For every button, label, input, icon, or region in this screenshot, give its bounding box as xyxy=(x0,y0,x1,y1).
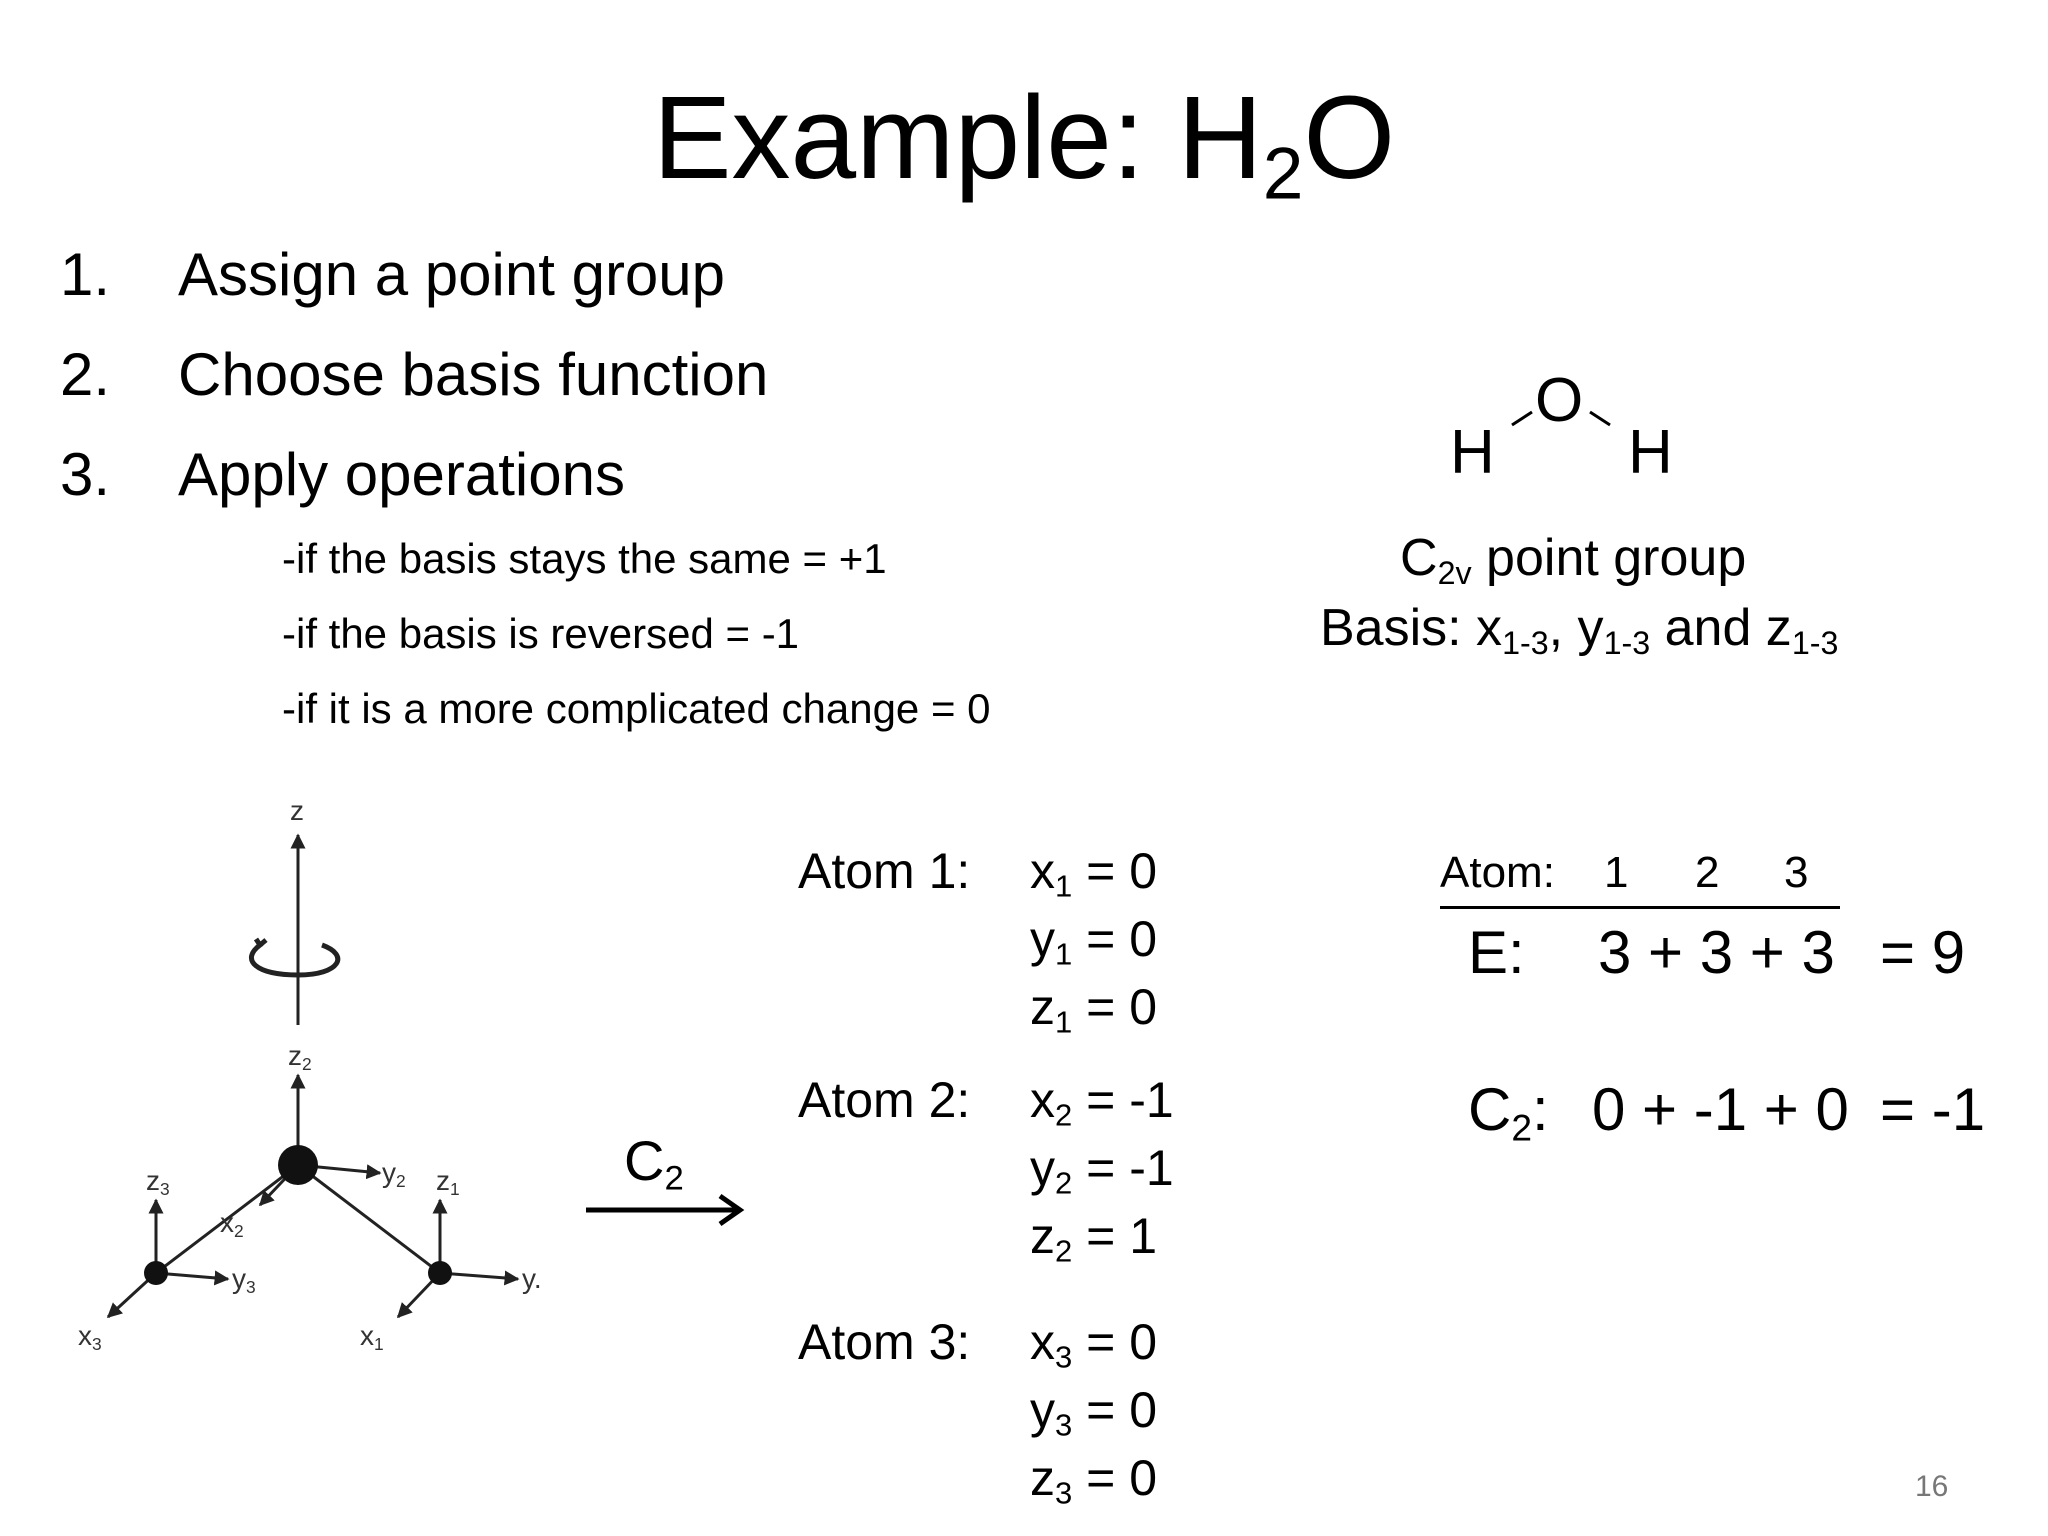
step-1: 1. Assign a point group xyxy=(60,241,726,308)
table-header-label: Atom: xyxy=(1440,848,1555,897)
axis-x2-label: x2 xyxy=(220,1207,244,1241)
c2-row-expression: 0 + -1 + 0 xyxy=(1592,1076,1849,1143)
hydrogen-right: H xyxy=(1628,418,1673,487)
atom-1-label: Atom 1: xyxy=(798,843,971,899)
table-header-col-3: 3 xyxy=(1784,848,1809,897)
atom-1-z: z1 = 0 xyxy=(1030,979,1158,1040)
arrow-icon xyxy=(586,1193,745,1227)
basis-label: Basis: x1-3, y1-3 and z1-3 xyxy=(1320,599,1839,662)
axis-z3-label: z3 xyxy=(146,1165,170,1199)
rule-complicated: -if it is a more complicated change = 0 xyxy=(282,685,991,732)
slide-title: Example: H2O xyxy=(652,72,1396,215)
bond-lines xyxy=(1511,410,1611,427)
water-structure: O H H xyxy=(1440,365,1700,495)
diagram-lines xyxy=(106,833,520,1319)
atom-3-label: Atom 3: xyxy=(798,1314,971,1370)
atom-3-x: x3 = 0 xyxy=(1030,1314,1158,1375)
point-group-label: C2v point group xyxy=(1400,529,1747,592)
axis-x3-label: x3 xyxy=(78,1320,102,1354)
rule-same: -if the basis stays the same = +1 xyxy=(282,535,887,582)
rule-reversed: -if the basis is reversed = -1 xyxy=(282,610,800,657)
axis-y2-label: y2 xyxy=(382,1157,406,1191)
axis-z-label: z xyxy=(290,795,304,826)
oxygen-atom: O xyxy=(1535,366,1584,435)
atom-3-z: z3 = 0 xyxy=(1030,1450,1158,1511)
c2-row-label: C2: xyxy=(1468,1076,1549,1149)
e-row-label: E: xyxy=(1468,919,1525,986)
c2-operation-arrow: C2 xyxy=(580,1120,750,1250)
table-header-col-2: 2 xyxy=(1695,848,1720,897)
axis-y-label: y. xyxy=(522,1263,542,1294)
axis-x1-label: x1 xyxy=(360,1320,384,1354)
atom-1-x: x1 = 0 xyxy=(1030,843,1158,904)
hydrogen-left: H xyxy=(1450,418,1495,487)
atom-2-label: Atom 2: xyxy=(798,1072,971,1128)
e-row-expression: 3 + 3 + 3 xyxy=(1598,919,1835,986)
c2-row-result: = -1 xyxy=(1880,1076,1986,1143)
atom-1-y: y1 = 0 xyxy=(1030,911,1158,972)
atom-2-z: z2 = 1 xyxy=(1030,1208,1158,1269)
axis-z1-label: z1 xyxy=(436,1165,460,1199)
atom-2-x: x2 = -1 xyxy=(1030,1072,1174,1133)
atom-2-y: y2 = -1 xyxy=(1030,1140,1174,1201)
step-2: 2. Choose basis function xyxy=(60,341,769,408)
coordinate-diagram: z z2 z3 z1 y2 x2 y3 y. x3 x1 xyxy=(60,795,580,1365)
axis-z2-label: z2 xyxy=(288,1040,312,1074)
table-header-col-1: 1 xyxy=(1604,848,1629,897)
page-number: 16 xyxy=(1915,1470,1949,1503)
c2-arrow-label: C2 xyxy=(624,1129,684,1198)
axis-y3-label: y3 xyxy=(232,1263,256,1297)
step-3: 3. Apply operations xyxy=(60,441,625,508)
atom-3-y: y3 = 0 xyxy=(1030,1382,1158,1443)
table-header: Atom: 1 2 3 xyxy=(1440,848,1840,909)
e-row-result: = 9 xyxy=(1880,919,1966,986)
